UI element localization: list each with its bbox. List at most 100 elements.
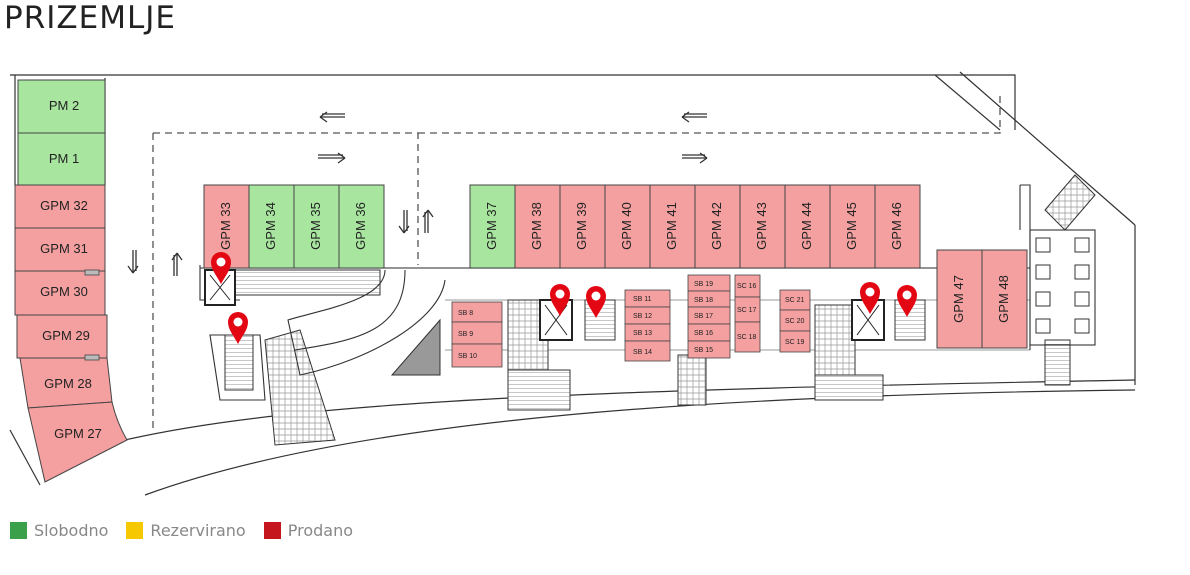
garage-gpm35-label: GPM 35	[308, 202, 323, 250]
ramp-lines	[199, 184, 1096, 401]
garage-gpm30[interactable]	[14, 270, 106, 316]
parking-right: GPM 47 GPM 48	[936, 249, 1028, 349]
arrow-left-icon	[681, 111, 707, 123]
garage-gpm28-label: GPM 28	[44, 376, 92, 391]
legend-free-swatch	[10, 522, 27, 539]
storage-sc19-label: SC 19	[785, 339, 805, 346]
location-pin-icon[interactable]	[550, 284, 570, 316]
storage-sb17-label: SB 17	[694, 313, 713, 320]
arrow-down-icon	[398, 210, 410, 234]
storage-sb19-label: SB 19	[694, 281, 713, 288]
garage-gpm37[interactable]	[469, 184, 516, 269]
storage-sc19[interactable]	[779, 330, 811, 353]
garage-gpm43[interactable]	[739, 184, 786, 269]
storage-sb8-label: SB 8	[458, 310, 473, 317]
direction-arrows	[127, 111, 708, 276]
garage-gpm36-label: GPM 36	[353, 202, 368, 250]
storage-sb10[interactable]	[451, 343, 503, 368]
garage-gpm45-label: GPM 45	[844, 202, 859, 250]
location-pin-icon[interactable]	[228, 312, 248, 344]
storage-sb18-label: SB 18	[694, 297, 713, 304]
legend-reserved-label: Rezervirano	[150, 521, 246, 540]
storage-sb10-label: SB 10	[458, 353, 477, 360]
garage-gpm31-label: GPM 31	[40, 241, 88, 256]
garage-gpm41-label: GPM 41	[664, 202, 679, 250]
garage-gpm42[interactable]	[694, 184, 741, 269]
garage-gpm37-label: GPM 37	[484, 202, 499, 250]
garage-gpm38-label: GPM 38	[529, 202, 544, 250]
arrow-up-icon	[171, 252, 183, 276]
storage-sb14[interactable]	[624, 340, 671, 362]
garage-gpm46[interactable]	[874, 184, 921, 269]
garage-gpm33-label: GPM 33	[218, 202, 233, 250]
legend-sold[interactable]: Prodano	[263, 521, 353, 540]
legend-reserved-swatch	[126, 522, 144, 539]
storage-sc16-label: SC 16	[737, 283, 757, 290]
storage-sc18[interactable]	[734, 321, 761, 353]
garage-gpm43-label: GPM 43	[754, 202, 769, 250]
storage-units: SB 8 SB 9 SB 10 SB 11 SB 12 SB 13 SB 14 …	[451, 274, 811, 368]
parking-pm1[interactable]	[17, 132, 106, 186]
storage-sb12-label: SB 12	[633, 313, 652, 320]
arrow-right-icon	[682, 152, 708, 164]
garage-gpm44[interactable]	[784, 184, 831, 269]
storage-sb14-label: SB 14	[633, 349, 652, 356]
storage-sb9-label: SB 9	[458, 331, 473, 338]
garage-gpm47-label: GPM 47	[951, 275, 966, 323]
storage-sb11-label: SB 11	[633, 296, 652, 303]
garage-gpm41[interactable]	[649, 184, 696, 269]
arrow-down-icon	[127, 250, 139, 274]
location-pin-icon[interactable]	[211, 252, 231, 284]
legend-reserved[interactable]: Rezervirano	[126, 521, 246, 540]
location-pin-icon[interactable]	[586, 286, 606, 318]
garage-gpm46-label: GPM 46	[889, 202, 904, 250]
garage-gpm29[interactable]	[16, 314, 108, 359]
garage-gpm30-label: GPM 30	[40, 284, 88, 299]
legend-sold-label: Prodano	[287, 521, 353, 540]
storage-sc20-label: SC 20	[785, 318, 805, 325]
garage-gpm47[interactable]	[936, 249, 983, 349]
arrow-right-icon	[318, 152, 346, 164]
garage-gpm44-label: GPM 44	[799, 202, 814, 250]
parking-top-row-b: GPM 37 GPM 38 GPM 39 GPM 40 GPM 41 GPM 4…	[469, 184, 921, 269]
storage-sb15[interactable]	[687, 340, 731, 359]
garage-gpm32[interactable]	[14, 184, 106, 229]
arrow-left-icon	[319, 111, 345, 123]
storage-sc18-label: SC 18	[737, 334, 757, 341]
garage-gpm48[interactable]	[981, 249, 1028, 349]
page-title: PRIZEMLJE	[4, 0, 176, 36]
garage-gpm29-label: GPM 29	[42, 328, 90, 343]
parking-left-column: PM 2 PM 1 GPM 32 GPM 31 GPM 30 GPM 29 GP…	[14, 79, 128, 483]
location-pin-icon[interactable]	[897, 285, 917, 317]
storage-sc21-label: SC 21	[785, 297, 805, 304]
garage-gpm40-label: GPM 40	[619, 202, 634, 250]
garage-gpm27[interactable]	[27, 401, 128, 483]
garage-gpm32-label: GPM 32	[40, 198, 88, 213]
garage-gpm31[interactable]	[14, 227, 106, 272]
paved-areas	[219, 174, 1096, 446]
terrace-planters	[1035, 237, 1090, 334]
status-legend: Slobodno Rezervirano Prodano	[10, 521, 353, 540]
location-pin-icon[interactable]	[860, 282, 880, 314]
location-pins	[211, 252, 917, 344]
parking-pm2[interactable]	[17, 79, 106, 134]
storage-sc17[interactable]	[734, 296, 761, 323]
storage-sb13-label: SB 13	[633, 330, 652, 337]
garage-gpm40[interactable]	[604, 184, 651, 269]
legend-free-label: Slobodno	[34, 521, 109, 540]
parking-pm2-label: PM 2	[49, 98, 79, 113]
garage-gpm42-label: GPM 42	[709, 202, 724, 250]
parking-top-row-a: GPM 33 GPM 34 GPM 35 GPM 36	[203, 184, 385, 269]
parking-pm1-label: PM 1	[49, 151, 79, 166]
legend-free[interactable]: Slobodno	[10, 521, 108, 540]
legend-sold-swatch	[263, 522, 281, 539]
garage-gpm39[interactable]	[559, 184, 606, 269]
floor-plan: PM 2 PM 1 GPM 32 GPM 31 GPM 30 GPM 29 GP…	[9, 71, 1136, 496]
storage-sb16-label: SB 16	[694, 330, 713, 337]
driveway-markings	[152, 95, 1001, 430]
garage-gpm35[interactable]	[293, 184, 340, 269]
garage-gpm39-label: GPM 39	[574, 202, 589, 250]
storage-sc17-label: SC 17	[737, 307, 757, 314]
garage-gpm48-label: GPM 48	[996, 275, 1011, 323]
garage-gpm36[interactable]	[338, 184, 385, 269]
